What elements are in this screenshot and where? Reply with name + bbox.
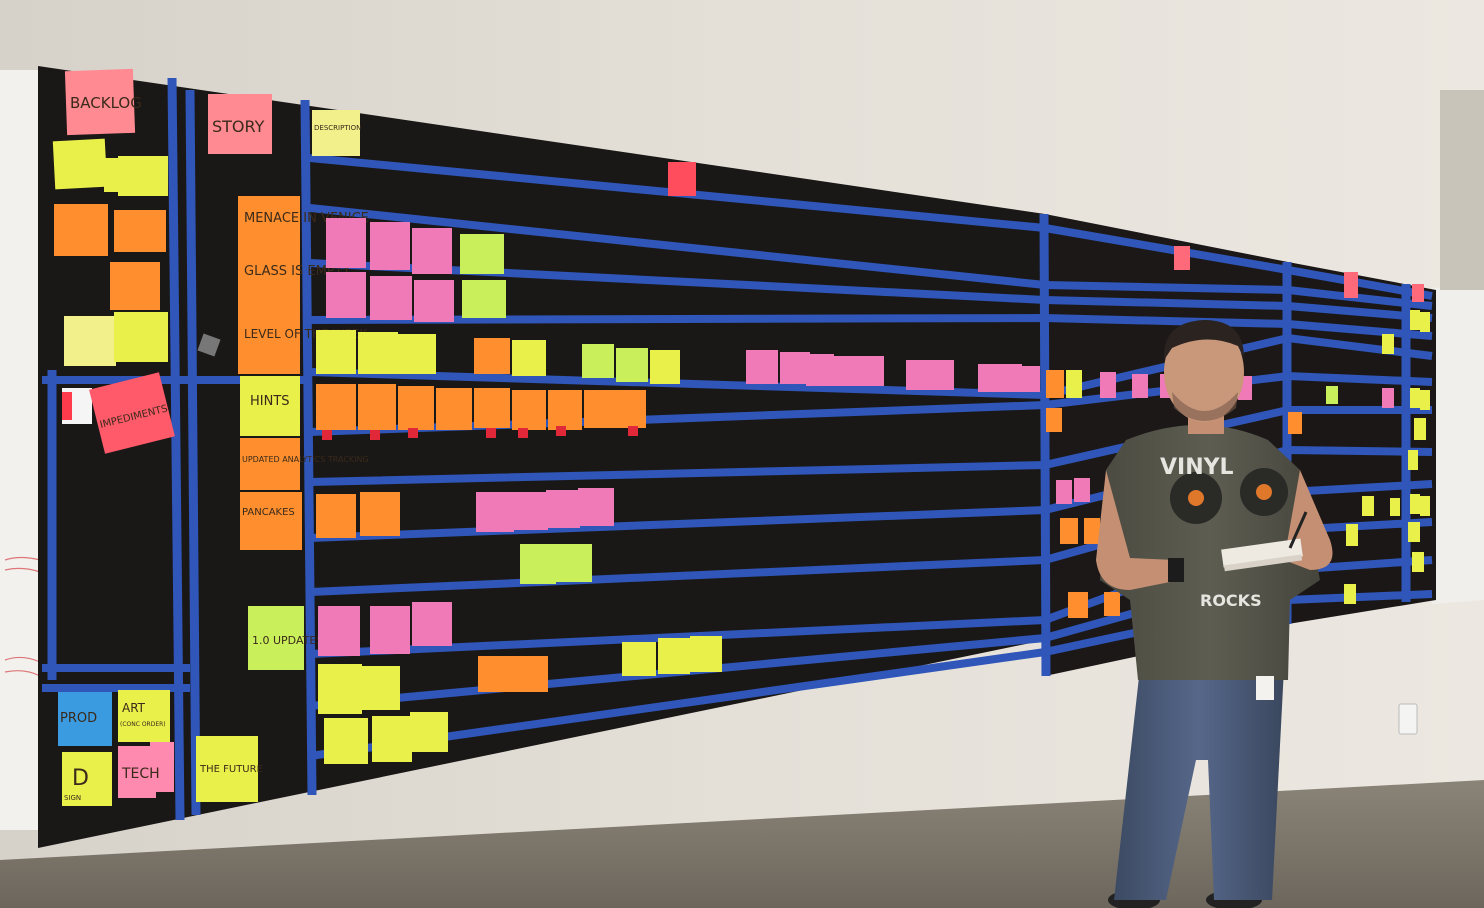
marker-scribbles: [4, 556, 41, 677]
story-updates: 1.0 UPDATES: [252, 634, 323, 647]
story-header-note: STORY: [208, 94, 272, 154]
backlog-header-note: BACKLOG: [64, 68, 142, 136]
shirt-text-top: VINYL: [1160, 455, 1234, 480]
hair: [1163, 320, 1244, 360]
legend-tech: TECH: [121, 766, 160, 782]
story-notes: MENACE IN VENICE GLASS IS EMPTY LEVEL OF…: [196, 196, 369, 802]
head: [1164, 322, 1244, 422]
legend-design-letter: D: [72, 766, 89, 791]
beard-shadow: [1172, 392, 1238, 421]
story-future: THE FUTURE: [199, 764, 263, 775]
notebook: [1221, 538, 1303, 568]
person: VINYL ROCKS: [1096, 320, 1333, 908]
task-notes: [316, 218, 1430, 764]
description-note: DESCRIPTION: [312, 110, 361, 156]
marker-note-right: [1344, 272, 1358, 298]
floor: [0, 780, 1484, 908]
story-analytics: UPDATED ANALYTICS TRACKING: [242, 455, 369, 464]
impediments-area: IMPEDIMENTS: [62, 372, 175, 454]
wristband: [1168, 558, 1184, 582]
description-label: DESCRIPTION: [314, 124, 361, 132]
legend-art-sub: (CONC ORDER): [120, 721, 166, 728]
legend-notes: PROD ART (CONC ORDER) D SIGN TECH: [58, 690, 174, 806]
id-badge: [1256, 676, 1274, 700]
story-glass: GLASS IS EMPTY: [244, 264, 351, 279]
story-hints: HINTS: [250, 394, 290, 409]
story-pancakes: PANCAKES: [242, 507, 295, 518]
pen: [1288, 511, 1308, 549]
marker-note-top: [668, 162, 696, 196]
story-label: STORY: [212, 117, 265, 136]
left-arm: [1096, 470, 1180, 590]
board-tag: [197, 333, 221, 357]
column: [1440, 90, 1484, 290]
jeans: [1114, 668, 1284, 900]
whiteboard-right: [1432, 284, 1484, 604]
wall-outlet: [1398, 703, 1418, 735]
backlog-label: BACKLOG: [70, 94, 142, 112]
marker-note-mid: [1174, 246, 1190, 270]
legend-art: ART: [122, 701, 146, 715]
legend-design-sub: SIGN: [64, 794, 81, 802]
vertical-tape: [47, 77, 1411, 821]
shirt-text-bottom: ROCKS: [1200, 591, 1262, 610]
backlog-notes: [52, 138, 168, 366]
marker-note-far: [1412, 284, 1424, 302]
legend-prod: PROD: [60, 711, 97, 726]
